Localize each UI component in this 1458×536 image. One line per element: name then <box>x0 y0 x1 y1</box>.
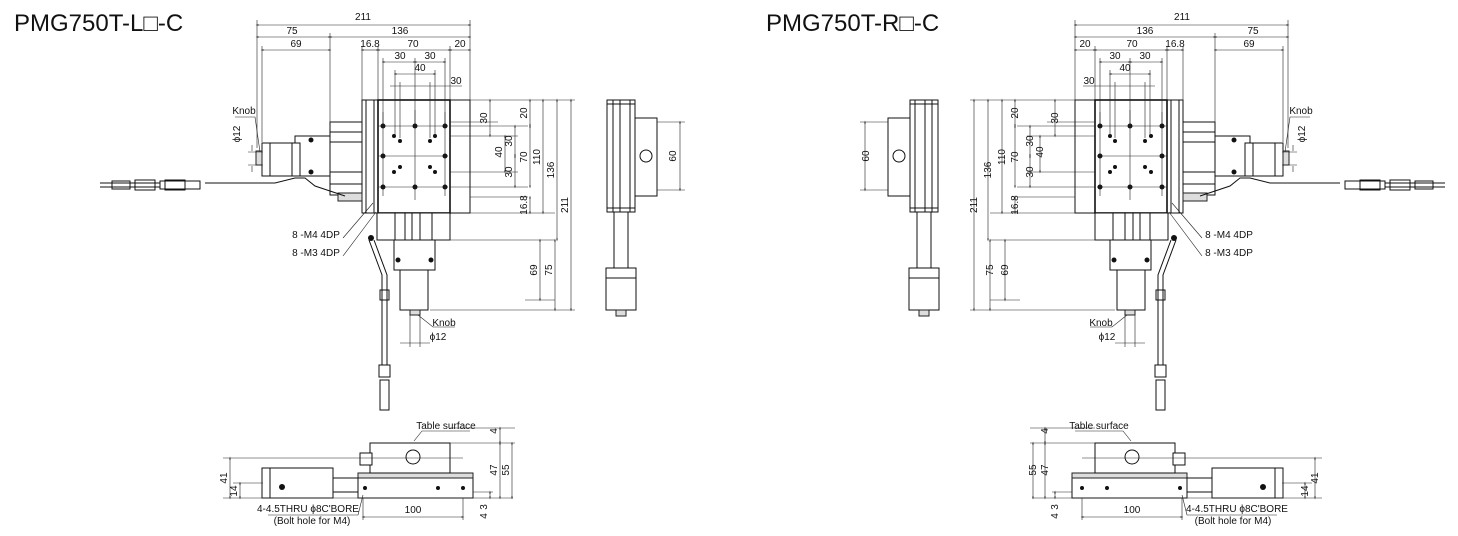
dimension-label: 75 <box>1247 26 1259 37</box>
dimension-label: 30 <box>1139 51 1151 62</box>
top-view <box>100 99 471 411</box>
stage-geometry-left <box>100 20 685 520</box>
side-view <box>605 99 685 317</box>
dimension-label: 4 <box>1050 513 1061 519</box>
dimension-label: 41 <box>1310 472 1321 484</box>
dimension-label: 30 <box>504 166 515 178</box>
dimension-label: 30 <box>450 76 462 87</box>
dimension-label: 16.8 <box>1010 195 1021 215</box>
dimension-label: 4-4.5THRU ϕ8C'BORE <box>257 504 359 515</box>
dimension-label: (Bolt hole for M4) <box>1195 516 1272 527</box>
dimension-label: 30 <box>479 112 490 124</box>
dimension-label: 69 <box>529 264 540 276</box>
dimension-label: 14 <box>1300 485 1311 497</box>
dimension-label: 55 <box>501 464 512 476</box>
dimension-label: 211 <box>969 197 980 213</box>
dimension-label: 110 <box>997 149 1008 165</box>
dimension-label: 4 <box>479 513 490 519</box>
dimension-label: Knob <box>432 318 456 329</box>
dimension-label: 69 <box>290 39 302 50</box>
dimension-label: 40 <box>494 146 505 158</box>
dimension-label: 16.8 <box>1165 39 1185 50</box>
dimension-label: ϕ12 <box>430 332 447 343</box>
dimension-lines <box>235 20 575 347</box>
dimension-label: 211 <box>1174 12 1190 23</box>
dimension-label: 8 -M4 4DP <box>1205 230 1253 241</box>
dimension-label: Table surface <box>416 421 476 432</box>
dimension-label: 41 <box>219 472 230 484</box>
dimension-label: 20 <box>1010 107 1021 119</box>
dimension-label: (Bolt hole for M4) <box>274 516 351 527</box>
dimension-label: 211 <box>355 12 371 23</box>
dimension-label: 100 <box>405 505 422 516</box>
front-view <box>223 426 515 520</box>
dimension-label: 16.8 <box>519 195 530 215</box>
dimension-label: 20 <box>454 39 466 50</box>
dimension-label: 8 -M3 4DP <box>292 248 340 259</box>
dimension-label: 8 -M4 4DP <box>292 230 340 241</box>
dimension-label: 3 <box>479 504 490 510</box>
dimension-label: 30 <box>1025 135 1036 147</box>
dimension-label: 70 <box>1126 39 1138 50</box>
dimension-label: 4 <box>1040 428 1051 434</box>
dimension-label: 69 <box>1000 264 1011 276</box>
dimension-label: Knob <box>1289 106 1313 117</box>
dimension-label: 30 <box>1083 76 1095 87</box>
dimension-label: 136 <box>983 161 994 178</box>
dimension-label: 110 <box>532 149 543 165</box>
dimension-label: 60 <box>668 150 679 162</box>
dimension-label: Table surface <box>1069 421 1129 432</box>
dimension-label: 30 <box>394 51 406 62</box>
dimension-label: 136 <box>392 26 409 37</box>
dimension-label: 69 <box>1243 39 1255 50</box>
dimension-label: 75 <box>985 264 996 276</box>
right-view-title: PMG750T-R□-C <box>766 10 939 37</box>
dimension-label: 75 <box>544 264 555 276</box>
dimension-label: 20 <box>1079 39 1091 50</box>
left-view-title: PMG750T-L□-C <box>14 10 183 37</box>
dimension-label: 136 <box>1137 26 1154 37</box>
dimension-label: ϕ12 <box>1297 125 1308 142</box>
dimension-label: ϕ12 <box>232 125 243 142</box>
dimension-label: 30 <box>1109 51 1121 62</box>
dimension-label: 136 <box>546 161 557 178</box>
dimension-label: 30 <box>504 135 515 147</box>
dimension-label: 30 <box>1025 166 1036 178</box>
dimension-label: 70 <box>519 151 530 163</box>
dimension-label: 14 <box>229 485 240 497</box>
dimension-label: ϕ12 <box>1099 332 1116 343</box>
dimension-label: 47 <box>489 464 500 476</box>
dimension-label: 75 <box>286 26 298 37</box>
dimension-label: 3 <box>1050 504 1061 510</box>
dimension-label: Knob <box>232 106 256 117</box>
dimension-label: 20 <box>519 107 530 119</box>
dimension-label: 40 <box>1035 146 1046 158</box>
dimension-label: 40 <box>414 63 426 74</box>
dimension-label: 8 -M3 4DP <box>1205 248 1253 259</box>
dimension-label: 70 <box>407 39 419 50</box>
dimension-label: 70 <box>1010 151 1021 163</box>
dimension-label: 60 <box>861 150 872 162</box>
dimension-label: 16.8 <box>360 39 380 50</box>
dimension-label: 4 <box>489 428 500 434</box>
dimension-label: 30 <box>1050 112 1061 124</box>
dimension-label: 47 <box>1040 464 1051 476</box>
dimension-label: 211 <box>560 197 571 213</box>
dimension-label: 55 <box>1028 464 1039 476</box>
stage-geometry-right <box>860 20 1445 520</box>
dimension-label: 40 <box>1119 63 1131 74</box>
dimension-label: 100 <box>1124 505 1141 516</box>
dimension-label: 4-4.5THRU ϕ8C'BORE <box>1186 504 1288 515</box>
dimension-label: Knob <box>1089 318 1113 329</box>
dimension-label: 30 <box>424 51 436 62</box>
